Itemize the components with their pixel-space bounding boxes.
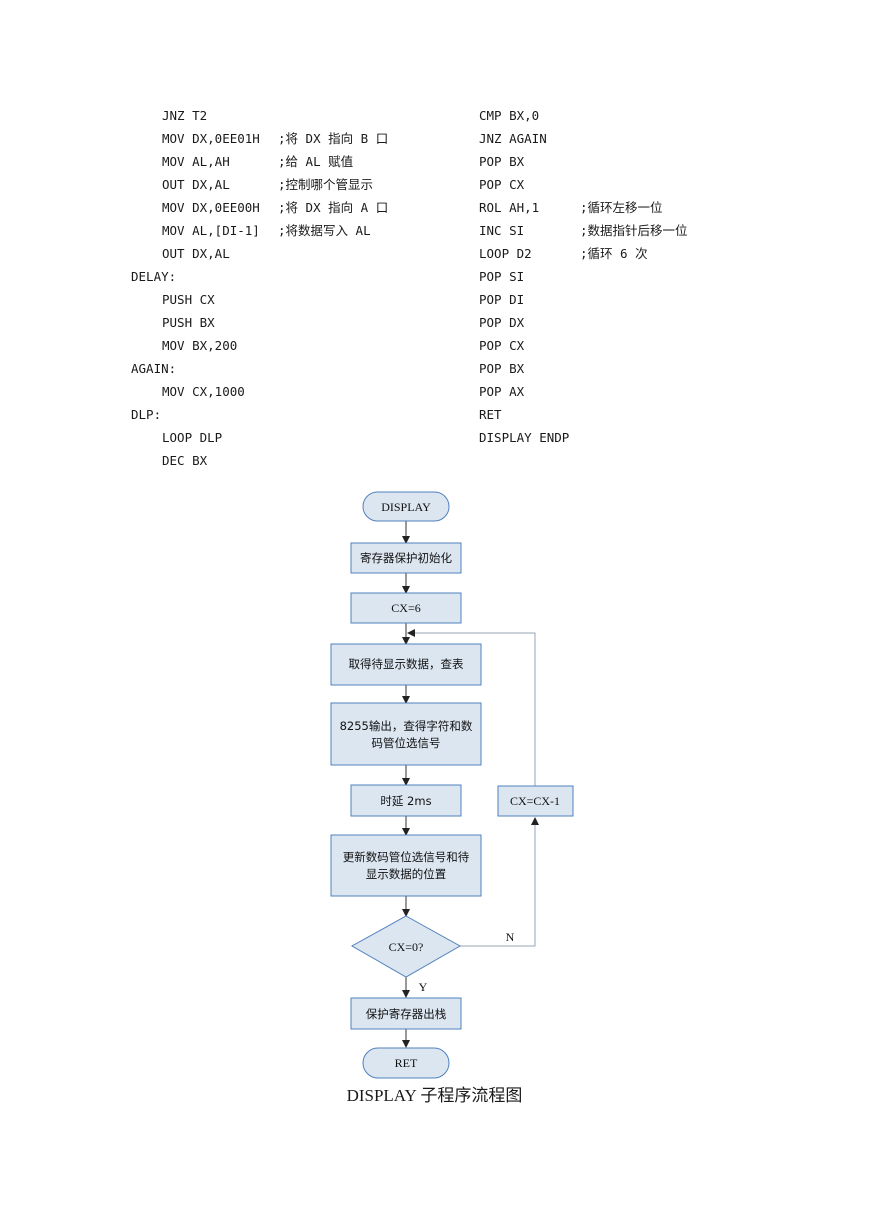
code-comment: ;将 DX 指向 B 口 [278, 131, 389, 146]
code-comment: ;数据指针后移一位 [580, 223, 688, 238]
decision-diamond [350, 915, 462, 978]
display-flowchart: DISPLAY 寄存器保护初始化 CX=6 取得待显示数据，查表 8255输出，… [330, 491, 574, 1079]
code-instruction: MOV CX,1000 [162, 384, 245, 399]
code-instruction: POP BX [479, 361, 525, 376]
init-label: 寄存器保护初始化 [360, 551, 452, 565]
edge-decision-decrement [460, 817, 539, 947]
decision-label: CX=0? [389, 940, 424, 954]
code-instruction: LOOP DLP [162, 430, 223, 445]
code-instruction: INC SI [479, 223, 525, 238]
code-instruction: POP BX [479, 154, 525, 169]
figure-caption: DISPLAY 子程序流程图 [346, 1086, 523, 1105]
code-comment: ;将数据写入 AL [278, 223, 371, 238]
code-comment: ;将 DX 指向 A 口 [278, 200, 389, 215]
code-label: AGAIN: [131, 361, 177, 376]
code-instruction: PUSH CX [162, 292, 215, 307]
code-comment: ;循环左移一位 [580, 200, 663, 215]
code-instruction: POP SI [479, 269, 525, 284]
code-instruction: LOOP D2 [479, 246, 532, 261]
code-instruction: PUSH BX [162, 315, 215, 330]
code-instruction: POP CX [479, 338, 525, 353]
code-instruction: DEC BX [162, 453, 208, 468]
code-instruction: POP CX [479, 177, 525, 192]
code-instruction: JNZ AGAIN [479, 131, 547, 146]
code-instruction: POP DI [479, 292, 525, 307]
code-instruction: CMP BX,0 [479, 108, 540, 123]
code-instruction: OUT DX,AL [162, 177, 230, 192]
no-branch-label: N [506, 930, 515, 944]
edge-decrement-loop [407, 629, 536, 786]
code-label: DELAY: [131, 269, 177, 284]
output-label-line2: 码管位选信号 [372, 736, 441, 750]
decrement-label: CX=CX-1 [510, 794, 560, 808]
code-instruction: POP DX [479, 315, 525, 330]
fetch-label: 取得待显示数据，查表 [349, 657, 464, 671]
yes-branch-label: Y [419, 980, 428, 994]
set-cx-box [350, 592, 462, 624]
update-label-line2: 显示数据的位置 [366, 867, 447, 881]
start-label: DISPLAY [381, 500, 431, 514]
set-cx-label: CX=6 [391, 601, 420, 615]
code-instruction: MOV BX,200 [162, 338, 238, 353]
update-box [330, 834, 482, 897]
code-instruction: MOV AL,[DI-1] [162, 223, 260, 238]
init-box [350, 542, 462, 574]
update-label-line1: 更新数码管位选信号和待 [343, 850, 470, 864]
code-comment: ;给 AL 赋值 [278, 154, 354, 169]
end-label: RET [395, 1056, 418, 1070]
start-terminal [362, 491, 450, 522]
code-instruction: DISPLAY ENDP [479, 430, 570, 445]
code-instruction: JNZ T2 [162, 108, 208, 123]
output-label-line1: 8255输出，查得字符和数 [340, 719, 473, 733]
end-terminal [362, 1047, 450, 1079]
output-box [330, 702, 482, 766]
fetch-box [330, 643, 482, 686]
code-label: DLP: [131, 407, 162, 422]
restore-label: 保护寄存器出栈 [366, 1007, 447, 1021]
restore-box [350, 997, 462, 1030]
code-comment: ;控制哪个管显示 [278, 177, 374, 192]
decrement-box [497, 785, 574, 817]
code-instruction: MOV AL,AH [162, 154, 230, 169]
code-instruction: MOV DX,0EE01H [162, 131, 260, 146]
code-instruction: MOV DX,0EE00H [162, 200, 260, 215]
code-instruction: RET [479, 407, 502, 422]
code-comment: ;循环 6 次 [580, 246, 648, 261]
delay-box [350, 784, 462, 817]
code-instruction: ROL AH,1 [479, 200, 540, 215]
code-instruction: OUT DX,AL [162, 246, 230, 261]
delay-label: 时延 2ms [380, 794, 431, 808]
code-instruction: POP AX [479, 384, 525, 399]
